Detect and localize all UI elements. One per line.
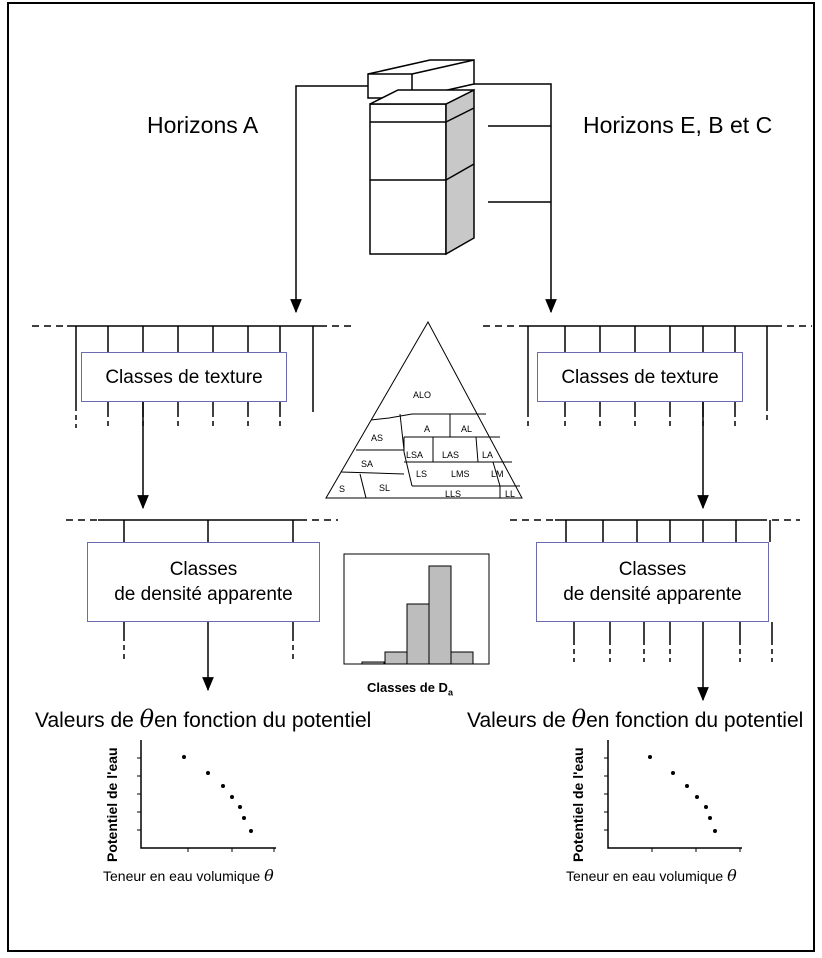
left-heading: Horizons A	[147, 112, 259, 138]
soil-profile-block	[367, 59, 475, 256]
left-texture-rake	[32, 325, 356, 510]
texture-triangle	[325, 320, 523, 499]
left-density-box-line1: Classes	[169, 559, 238, 580]
left-plot-xlabel-symbol: θ	[264, 866, 274, 885]
histogram-caption-sub: a	[447, 687, 453, 698]
hist-bar-5	[450, 651, 474, 665]
triangle-label-las: LAS	[442, 450, 460, 460]
histogram-caption-text: Classes de D	[367, 680, 448, 695]
right-plot-xlabel: Teneur en eau volumique θ	[566, 866, 737, 885]
right-theta-pre: Valeurs de	[467, 709, 572, 732]
triangle-label-a: A	[424, 424, 431, 434]
right-density-box: Classes de densité apparente	[536, 542, 769, 622]
hist-bar-4	[428, 565, 452, 665]
triangle-label-as: AS	[371, 433, 384, 443]
left-theta-post: en fonction du potentiel	[154, 709, 372, 732]
right-density-box-line1: Classes	[618, 559, 687, 580]
right-theta-caption: Valeurs de θen fonction du potentiel	[467, 705, 803, 733]
left-density-box-line2: de densité apparente	[114, 584, 293, 605]
right-heading: Horizons E, B et C	[583, 112, 773, 138]
left-texture-box-label: Classes de texture	[105, 366, 263, 388]
left-density-rake	[66, 519, 338, 692]
triangle-label-ls: LS	[416, 469, 428, 479]
triangle-label-s: S	[339, 484, 346, 494]
triangle-label-alo: ALO	[413, 390, 432, 400]
right-texture-box: Classes de texture	[537, 352, 743, 402]
triangle-label-sl: SL	[379, 483, 391, 493]
left-density-box: Classes de densité apparente	[87, 542, 320, 622]
right-density-rake	[510, 519, 800, 702]
left-theta-pre: Valeurs de	[35, 709, 140, 732]
right-plot-xlabel-symbol: θ	[727, 866, 737, 885]
right-texture-box-label: Classes de texture	[561, 366, 719, 388]
right-plot-ylabel: Potentiel de l'eau	[570, 747, 586, 862]
right-theta-symbol: θ	[571, 705, 587, 733]
histogram-caption: Classes de Da	[367, 680, 453, 698]
right-density-box-line2: de densité apparente	[563, 584, 742, 605]
triangle-label-lsa: LSA	[406, 450, 424, 460]
left-plot-points	[182, 755, 253, 833]
right-theta-post: en fonction du potentiel	[586, 709, 804, 732]
left-plot-ylabel: Potentiel de l'eau	[104, 747, 120, 862]
left-plot-xlabel-text: Teneur en eau volumique	[103, 868, 265, 884]
triangle-label-ll: LL	[505, 489, 516, 499]
triangle-label-sa: SA	[361, 459, 374, 469]
triangle-label-al: AL	[461, 424, 473, 434]
right-plot-points	[648, 755, 717, 833]
left-texture-box: Classes de texture	[81, 352, 287, 402]
left-plot-xlabel: Teneur en eau volumique θ	[103, 866, 274, 885]
hist-bar-1	[361, 661, 385, 665]
figure-frame	[7, 2, 815, 952]
left-theta-caption: Valeurs de θen fonction du potentiel	[35, 705, 371, 733]
right-plot-xlabel-text: Teneur en eau volumique	[566, 868, 728, 884]
triangle-label-lm: LM	[491, 469, 504, 479]
left-theta-symbol: θ	[139, 705, 155, 733]
triangle-label-la: LA	[482, 450, 494, 460]
triangle-label-lls: LLS	[445, 489, 462, 499]
triangle-label-lms: LMS	[451, 469, 470, 479]
right-texture-rake	[483, 325, 812, 510]
histogram	[343, 553, 490, 665]
